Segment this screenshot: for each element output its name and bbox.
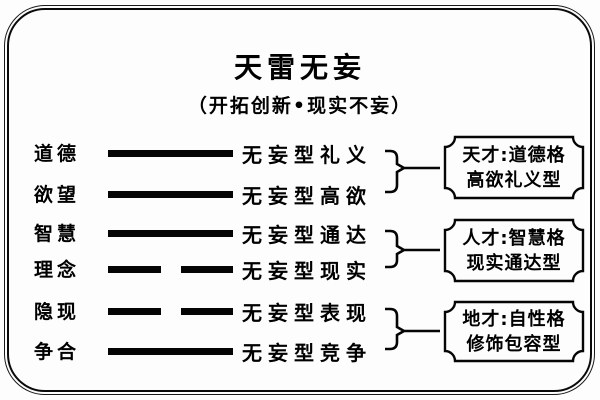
trait-label: 欲望 xyxy=(34,184,81,206)
hexagram-line-solid xyxy=(108,348,233,355)
trait-label: 理念 xyxy=(34,259,81,281)
group-box-line2: 高欲礼义型 xyxy=(466,169,562,191)
plaque-shape xyxy=(443,300,585,363)
group-box-earth: 地才:自性格 修饰包容型 xyxy=(443,300,585,363)
type-label: 无妄型通达 xyxy=(242,223,372,247)
hexagram-line-solid xyxy=(108,230,233,237)
plaque-shape xyxy=(443,135,585,200)
hexagram-line-broken xyxy=(108,266,161,273)
trait-label: 智慧 xyxy=(34,223,81,245)
type-label: 无妄型竞争 xyxy=(242,341,372,365)
hexagram-line-broken xyxy=(181,266,233,273)
group-box-line1: 天才:道德格 xyxy=(462,144,566,166)
hexagram-line-solid xyxy=(108,191,233,198)
type-label: 无妄型现实 xyxy=(242,259,372,283)
group-box-line1: 人才:智慧格 xyxy=(462,227,566,249)
hexagram-line-solid xyxy=(108,150,233,157)
plaque-shape xyxy=(443,218,585,283)
type-label: 无妄型礼义 xyxy=(242,143,372,167)
group-box-human: 人才:智慧格 现实通达型 xyxy=(443,218,585,283)
type-label: 无妄型高欲 xyxy=(242,184,372,208)
diagram-subtitle: （开拓创新•现实不妄） xyxy=(187,95,413,117)
type-label: 无妄型表现 xyxy=(242,301,372,325)
group-box-heaven: 天才:道德格 高欲礼义型 xyxy=(443,135,585,200)
trait-label: 争合 xyxy=(34,341,81,363)
group-box-line1: 地才:自性格 xyxy=(462,308,566,330)
outer-rounded-border xyxy=(4,5,595,395)
group-box-line2: 现实通达型 xyxy=(466,252,562,274)
trait-label: 道德 xyxy=(34,143,81,165)
trait-label: 隐现 xyxy=(34,301,81,323)
group-box-line2: 修饰包容型 xyxy=(466,333,562,355)
hexagram-line-broken xyxy=(181,308,233,315)
hexagram-line-broken xyxy=(108,308,161,315)
diagram-title: 天雷无妄 xyxy=(233,51,366,84)
